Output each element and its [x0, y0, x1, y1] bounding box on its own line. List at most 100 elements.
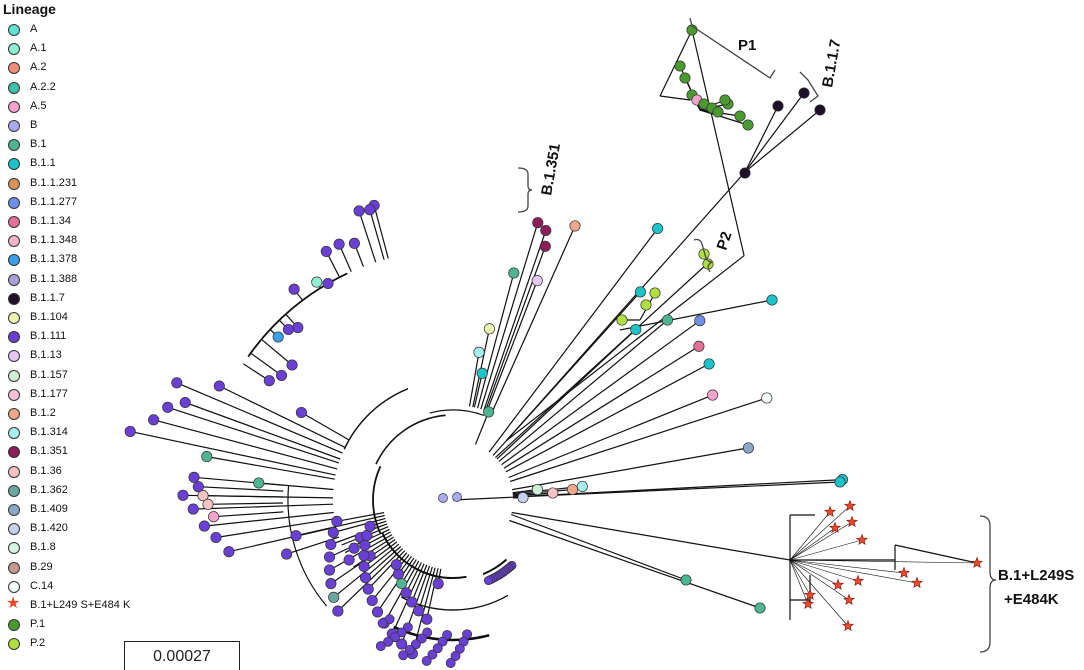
legend-swatch	[8, 62, 20, 75]
tip-node	[508, 267, 520, 279]
tip-node	[707, 389, 719, 401]
legend-label: B.1.362	[30, 483, 68, 496]
legend-item: B.1.157	[8, 367, 120, 386]
tree-branch	[789, 559, 859, 582]
legend-item: B.1.1.348	[8, 232, 120, 251]
legend-swatch	[8, 158, 20, 171]
tip-node	[410, 639, 421, 650]
legend-item: B.1.362	[8, 482, 120, 501]
tree-branch	[365, 546, 402, 579]
legend-title: Lineage	[3, 1, 56, 17]
star-icon	[852, 574, 864, 587]
legend-label: A.2	[30, 61, 47, 74]
tip-node	[540, 224, 552, 237]
legend-swatch	[8, 350, 20, 363]
legend-swatch	[8, 542, 20, 555]
tree-branch	[744, 92, 805, 173]
p2-bracket	[693, 238, 713, 273]
tree-branch	[789, 539, 863, 561]
star-icon	[843, 593, 855, 606]
tip-node	[569, 220, 581, 232]
tree-branch	[375, 414, 446, 465]
tree-branch	[358, 210, 377, 263]
tree-branch	[483, 230, 547, 411]
legend-label: B.1.111	[30, 330, 67, 343]
legend-item: B.1.111	[8, 328, 120, 347]
tree-branch	[452, 481, 841, 501]
tip-node	[366, 594, 378, 607]
legend-item: A.5	[8, 98, 120, 117]
legend-label: A.1	[30, 42, 47, 55]
tree-branch	[371, 554, 410, 601]
tip-node	[703, 358, 715, 370]
tree-branch	[511, 511, 791, 561]
clade-label-b117: B.1.1.7	[819, 38, 844, 89]
tree-branch	[250, 352, 282, 376]
star-icon	[844, 499, 856, 512]
legend-label: B.1+L249 S+E484 K	[30, 599, 131, 611]
tip-node	[566, 483, 579, 496]
legend-label: B.1.1.378	[30, 253, 78, 266]
legend-label: A.5	[30, 99, 47, 112]
tip-node	[353, 205, 365, 217]
tip-node	[398, 650, 409, 661]
tip-node	[281, 548, 293, 560]
tip-node	[272, 331, 284, 343]
tree-branch	[789, 527, 836, 561]
tip-node	[197, 490, 209, 502]
tree-branch	[176, 382, 343, 454]
tree-branch	[789, 505, 851, 561]
tip-node	[208, 511, 220, 523]
tip-node	[438, 493, 448, 503]
tip-node	[452, 492, 462, 502]
clade-label-p1: P1	[738, 37, 756, 54]
tip-node	[679, 72, 691, 84]
tip-node	[188, 471, 200, 483]
tip-node	[210, 531, 222, 544]
tip-node	[766, 294, 778, 306]
tree-branch	[405, 562, 422, 594]
tree-branch	[215, 518, 335, 539]
tip-node	[162, 401, 174, 413]
tree-branch	[789, 559, 811, 596]
tip-node	[331, 515, 343, 527]
tip-node	[359, 539, 371, 551]
legend-item: B.1.1.231	[8, 175, 120, 194]
tip-node	[311, 276, 323, 288]
legend-label: B.1.1.34	[30, 215, 71, 227]
tip-node	[413, 605, 425, 617]
tip-node	[616, 314, 628, 326]
tip-node	[517, 492, 529, 504]
legend-swatch	[8, 139, 20, 152]
tree-branch	[468, 352, 480, 407]
legend-swatch	[8, 504, 20, 516]
tree-branch	[329, 528, 390, 558]
tip-node	[712, 106, 724, 118]
tip-node	[192, 481, 204, 493]
star-icon	[829, 521, 841, 534]
tip-node	[445, 658, 456, 668]
tip-node	[263, 375, 275, 387]
tree-branch	[333, 517, 386, 534]
legend-item: B.1.420	[8, 520, 120, 539]
tree-branch	[480, 222, 539, 410]
legend-swatch	[8, 273, 20, 286]
tip-node	[198, 520, 210, 532]
tip-node	[148, 414, 160, 426]
tip-node	[576, 480, 588, 492]
tip-node	[290, 530, 302, 542]
b1351-bracket	[517, 167, 533, 213]
legend-swatch	[8, 465, 20, 478]
tree-branch	[789, 559, 978, 564]
tip-node	[179, 396, 191, 409]
tree-branch	[343, 388, 409, 450]
clade-label-p2: P2	[714, 230, 736, 253]
legend-item: B.1.351	[8, 443, 120, 462]
tree-branch	[301, 411, 350, 441]
tip-node	[421, 655, 432, 666]
tree-branch	[501, 320, 701, 466]
b117-bracket	[799, 71, 819, 103]
tip-node	[421, 613, 433, 625]
legend-swatch	[8, 177, 20, 190]
star-icon	[898, 566, 910, 579]
